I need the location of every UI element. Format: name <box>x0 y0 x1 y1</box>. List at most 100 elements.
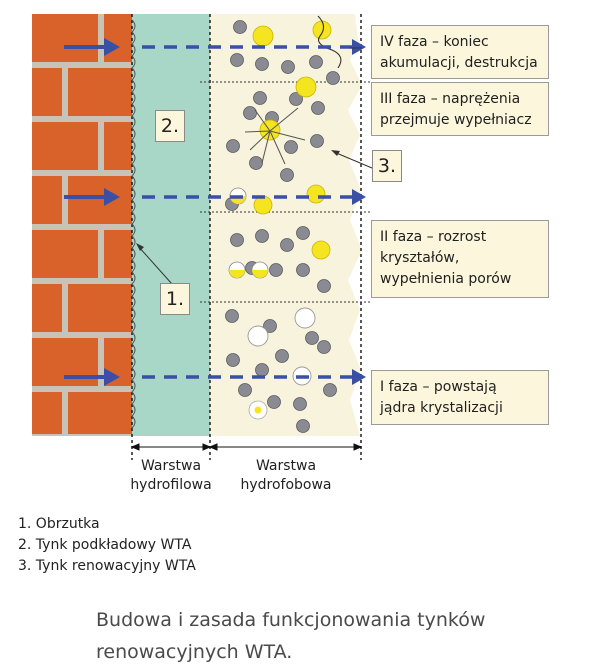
pore <box>255 57 269 71</box>
pore <box>243 106 257 120</box>
flow-arrow-head <box>352 369 366 385</box>
brick <box>32 122 98 170</box>
bricks <box>32 14 132 434</box>
crystal <box>306 184 326 204</box>
hydrophilic-layer <box>132 14 210 436</box>
crystal <box>311 240 331 260</box>
pore <box>233 20 247 34</box>
pore <box>305 331 319 345</box>
pore <box>317 340 331 354</box>
pore <box>263 319 277 333</box>
pore <box>326 71 340 85</box>
leader-line-3 <box>333 151 373 169</box>
brick <box>68 176 132 224</box>
brick <box>32 176 62 224</box>
phase-i-line2: jądra krystalizacji <box>380 400 503 416</box>
pore <box>280 238 294 252</box>
wall-arrow-head <box>104 188 120 206</box>
brick <box>32 392 62 434</box>
pore <box>225 309 239 323</box>
crystal <box>312 20 332 40</box>
legend-item-1: 1. Obrzutka <box>18 516 100 532</box>
phase-box-i: I faza – powstają jądra krystalizacji <box>371 370 549 425</box>
brick <box>32 230 98 278</box>
empty-pore <box>247 325 269 347</box>
brick <box>104 230 132 278</box>
phase-box-iii: III faza – naprężenia przejmuje wypełnia… <box>371 82 549 136</box>
brick <box>32 68 62 116</box>
pore <box>230 233 244 247</box>
pore <box>310 134 324 148</box>
pore <box>249 156 263 170</box>
brick <box>104 122 132 170</box>
pore <box>226 139 240 153</box>
pore <box>267 395 281 409</box>
phase-i-line1: I faza – powstają <box>380 379 497 395</box>
layer-label-hydrophobic-line2: hydrofobowa <box>240 477 332 493</box>
crystal-crack <box>317 15 342 69</box>
pore <box>284 140 298 154</box>
crystal <box>252 25 274 47</box>
dimension-lines <box>130 443 363 451</box>
flow-arrows <box>64 38 366 386</box>
marker-3-label: 3. <box>377 155 397 177</box>
pore <box>296 419 310 433</box>
phase-box-ii: II faza – rozrost kryształów, wypełnieni… <box>371 220 549 298</box>
caption: Budowa i zasada funkcjonowania tynków re… <box>96 604 485 668</box>
phase-iv-line2: akumulacji, destrukcja <box>380 55 538 71</box>
pore <box>311 101 325 115</box>
legend-item-3: 3. Tynk renowacyjny WTA <box>18 558 196 574</box>
crystal <box>259 119 281 141</box>
pore <box>253 91 267 105</box>
pore <box>317 279 331 293</box>
pore <box>275 349 289 363</box>
phase-ii-line2: kryształów, <box>380 250 460 266</box>
pore <box>280 168 294 182</box>
partial-crystal-fill <box>252 270 268 278</box>
layer-label-hydrophilic-line1: Warstwa <box>140 458 202 474</box>
pore <box>238 383 252 397</box>
marker-2-label: 2. <box>160 115 180 137</box>
phase-iii-line2: przejmuje wypełniacz <box>380 112 532 128</box>
layer-label-hydrophobic-line1: Warstwa <box>255 458 317 474</box>
brick <box>32 284 62 332</box>
pore <box>255 229 269 243</box>
stress-arrows <box>244 107 306 165</box>
legend: 1. Obrzutka 2. Tynk podkładowy WTA 3. Ty… <box>18 514 196 577</box>
phase-iv-line1: IV faza – koniec <box>380 34 489 50</box>
phase-iii-line1: III faza – naprężenia <box>380 91 521 107</box>
pore <box>281 60 295 74</box>
brick <box>68 392 132 434</box>
legend-item-2: 2. Tynk podkładowy WTA <box>18 537 192 553</box>
brick <box>68 284 132 332</box>
leader-arrow-1 <box>136 243 144 251</box>
marker-3: 3. <box>372 150 402 182</box>
brick <box>32 14 98 62</box>
pore <box>309 55 323 69</box>
flow-arrow-head <box>352 189 366 205</box>
pore <box>323 383 337 397</box>
leader-line-1 <box>137 245 173 285</box>
flow-arrow-head <box>352 39 366 55</box>
caption-line1: Budowa i zasada funkcjonowania tynków <box>96 609 486 631</box>
layer-label-hydrophilic-line2: hydrofilowa <box>130 477 212 493</box>
marker-2: 2. <box>155 110 185 142</box>
phase-ii-line3: wypełnienia porów <box>380 271 512 287</box>
crystal <box>295 76 317 98</box>
brick <box>104 14 132 62</box>
partial-crystal-fill <box>229 270 245 278</box>
layer-label-hydrophobic: Warstwa hydrofobowa <box>226 457 346 495</box>
pore <box>293 397 307 411</box>
wall-arrow-head <box>104 368 120 386</box>
wall-arrow-head <box>104 38 120 56</box>
phase-ii-line1: II faza – rozrost <box>380 229 487 245</box>
caption-line2: renowacyjnych WTA. <box>96 641 293 663</box>
pore <box>269 263 283 277</box>
crystallization-nucleus <box>254 406 262 414</box>
pore <box>296 263 310 277</box>
pore <box>255 363 269 377</box>
marker-1-label: 1. <box>165 288 185 310</box>
empty-pore <box>294 307 316 329</box>
obrzutka-interface <box>131 19 136 429</box>
